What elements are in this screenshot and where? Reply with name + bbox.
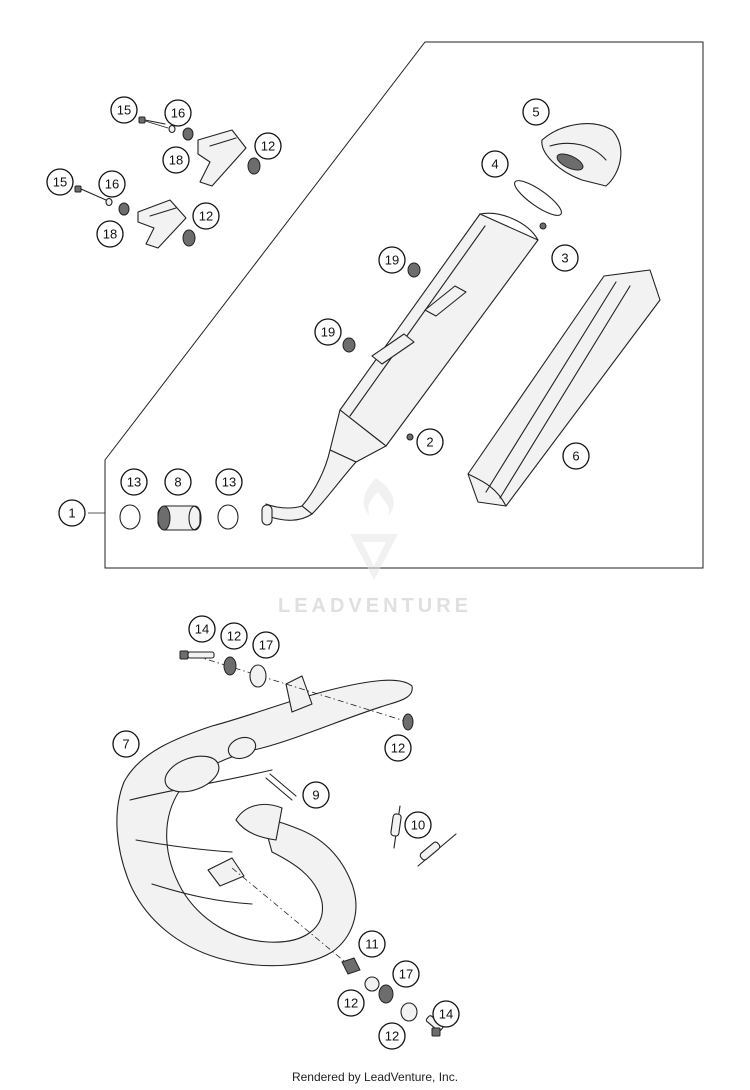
callout-12-bracket-lower: 12 [192,202,220,230]
svg-text:7: 7 [122,737,129,752]
callout-14-bottom: 14 [432,1000,460,1028]
svg-text:16: 16 [171,106,185,121]
svg-text:16: 16 [105,177,119,192]
svg-text:1: 1 [68,506,75,521]
callout-12-bracket-upper: 12 [254,132,282,160]
callout-14-top: 14 [188,615,216,643]
callout-2: 2 [416,428,444,456]
callouts: 1 2 3 4 5 6 7 8 9 10 11 12 12 12 12 12 1… [46,96,590,1050]
svg-text:12: 12 [385,1029,399,1044]
svg-text:19: 19 [385,253,399,268]
svg-text:12: 12 [199,209,213,224]
callout-16-upper: 16 [164,99,192,127]
callout-6: 6 [562,442,590,470]
watermark-logo [350,478,398,580]
callout-4: 4 [481,150,509,178]
callout-8: 8 [164,468,192,496]
callout-11: 11 [358,930,386,958]
callout-5: 5 [522,98,550,126]
end-cap [541,123,622,187]
svg-text:4: 4 [491,157,498,172]
svg-text:10: 10 [411,818,425,833]
spring-10 [390,805,457,867]
washer-12-top [223,656,237,676]
svg-text:12: 12 [391,741,405,756]
callout-18-lower: 18 [96,220,124,248]
callout-12-right: 12 [384,734,412,762]
callout-19-lower: 19 [314,318,342,346]
svg-text:17: 17 [259,638,273,653]
svg-text:12: 12 [227,629,241,644]
screw-2 [406,433,414,441]
svg-text:13: 13 [127,475,141,490]
silencer-body [261,212,539,526]
seal-ring-13-left [119,504,141,530]
bolt-14-top [179,650,215,660]
callout-12-bottom-a: 12 [337,989,365,1017]
nut-11 [341,957,361,975]
sleeve-8 [157,505,202,531]
callout-9: 9 [302,781,330,809]
svg-text:13: 13 [222,475,236,490]
watermark-text: LEADVENTURE [278,595,472,617]
seal-ring-13-right [217,504,239,530]
assembly-frame [104,41,704,569]
washer-12-bottom-b [400,1002,418,1022]
gasket-4 [514,180,562,216]
footer-credit: Rendered by LeadVenture, Inc. [291,1070,459,1084]
svg-text:14: 14 [439,1007,453,1022]
svg-text:19: 19 [321,325,335,340]
callout-18-upper: 18 [162,146,190,174]
svg-text:3: 3 [561,251,568,266]
svg-text:8: 8 [174,475,181,490]
callout-12-top: 12 [220,622,248,650]
callout-16-lower: 16 [98,170,126,198]
svg-text:9: 9 [312,788,319,803]
svg-text:18: 18 [169,153,183,168]
washer-19-upper [407,262,421,278]
exhaust-pipe [116,675,413,967]
callout-10: 10 [404,811,432,839]
grommet-17-top [249,664,267,688]
callout-15-lower: 15 [46,168,74,196]
screw-3 [539,222,547,230]
svg-text:15: 15 [117,103,131,118]
svg-text:17: 17 [399,967,413,982]
svg-text:18: 18 [103,227,117,242]
svg-text:11: 11 [365,937,379,952]
svg-text:5: 5 [532,105,539,120]
grommet-17-bottom [378,984,394,1004]
bracket-lower [74,185,196,249]
svg-text:15: 15 [53,175,67,190]
spring-9 [265,773,297,801]
bracket-upper [138,116,261,187]
svg-text:12: 12 [344,996,358,1011]
svg-text:2: 2 [426,435,433,450]
washer-19-lower [342,337,356,353]
callout-17-bottom: 17 [392,960,420,988]
callout-12-bottom-b: 12 [378,1022,406,1050]
svg-text:12: 12 [261,139,275,154]
callout-7: 7 [112,730,140,758]
callout-3: 3 [551,244,579,272]
callout-19-upper: 19 [378,246,406,274]
svg-text:14: 14 [195,622,209,637]
callout-17-top: 17 [252,631,280,659]
callout-1: 1 [58,499,86,527]
silencer-sleeve [467,269,661,507]
washer-12-bottom-a [364,976,380,992]
washer-12-right [402,713,414,731]
callout-15-upper: 15 [110,96,138,124]
svg-text:6: 6 [572,449,579,464]
callout-13-right: 13 [215,468,243,496]
callout-13-left: 13 [120,468,148,496]
